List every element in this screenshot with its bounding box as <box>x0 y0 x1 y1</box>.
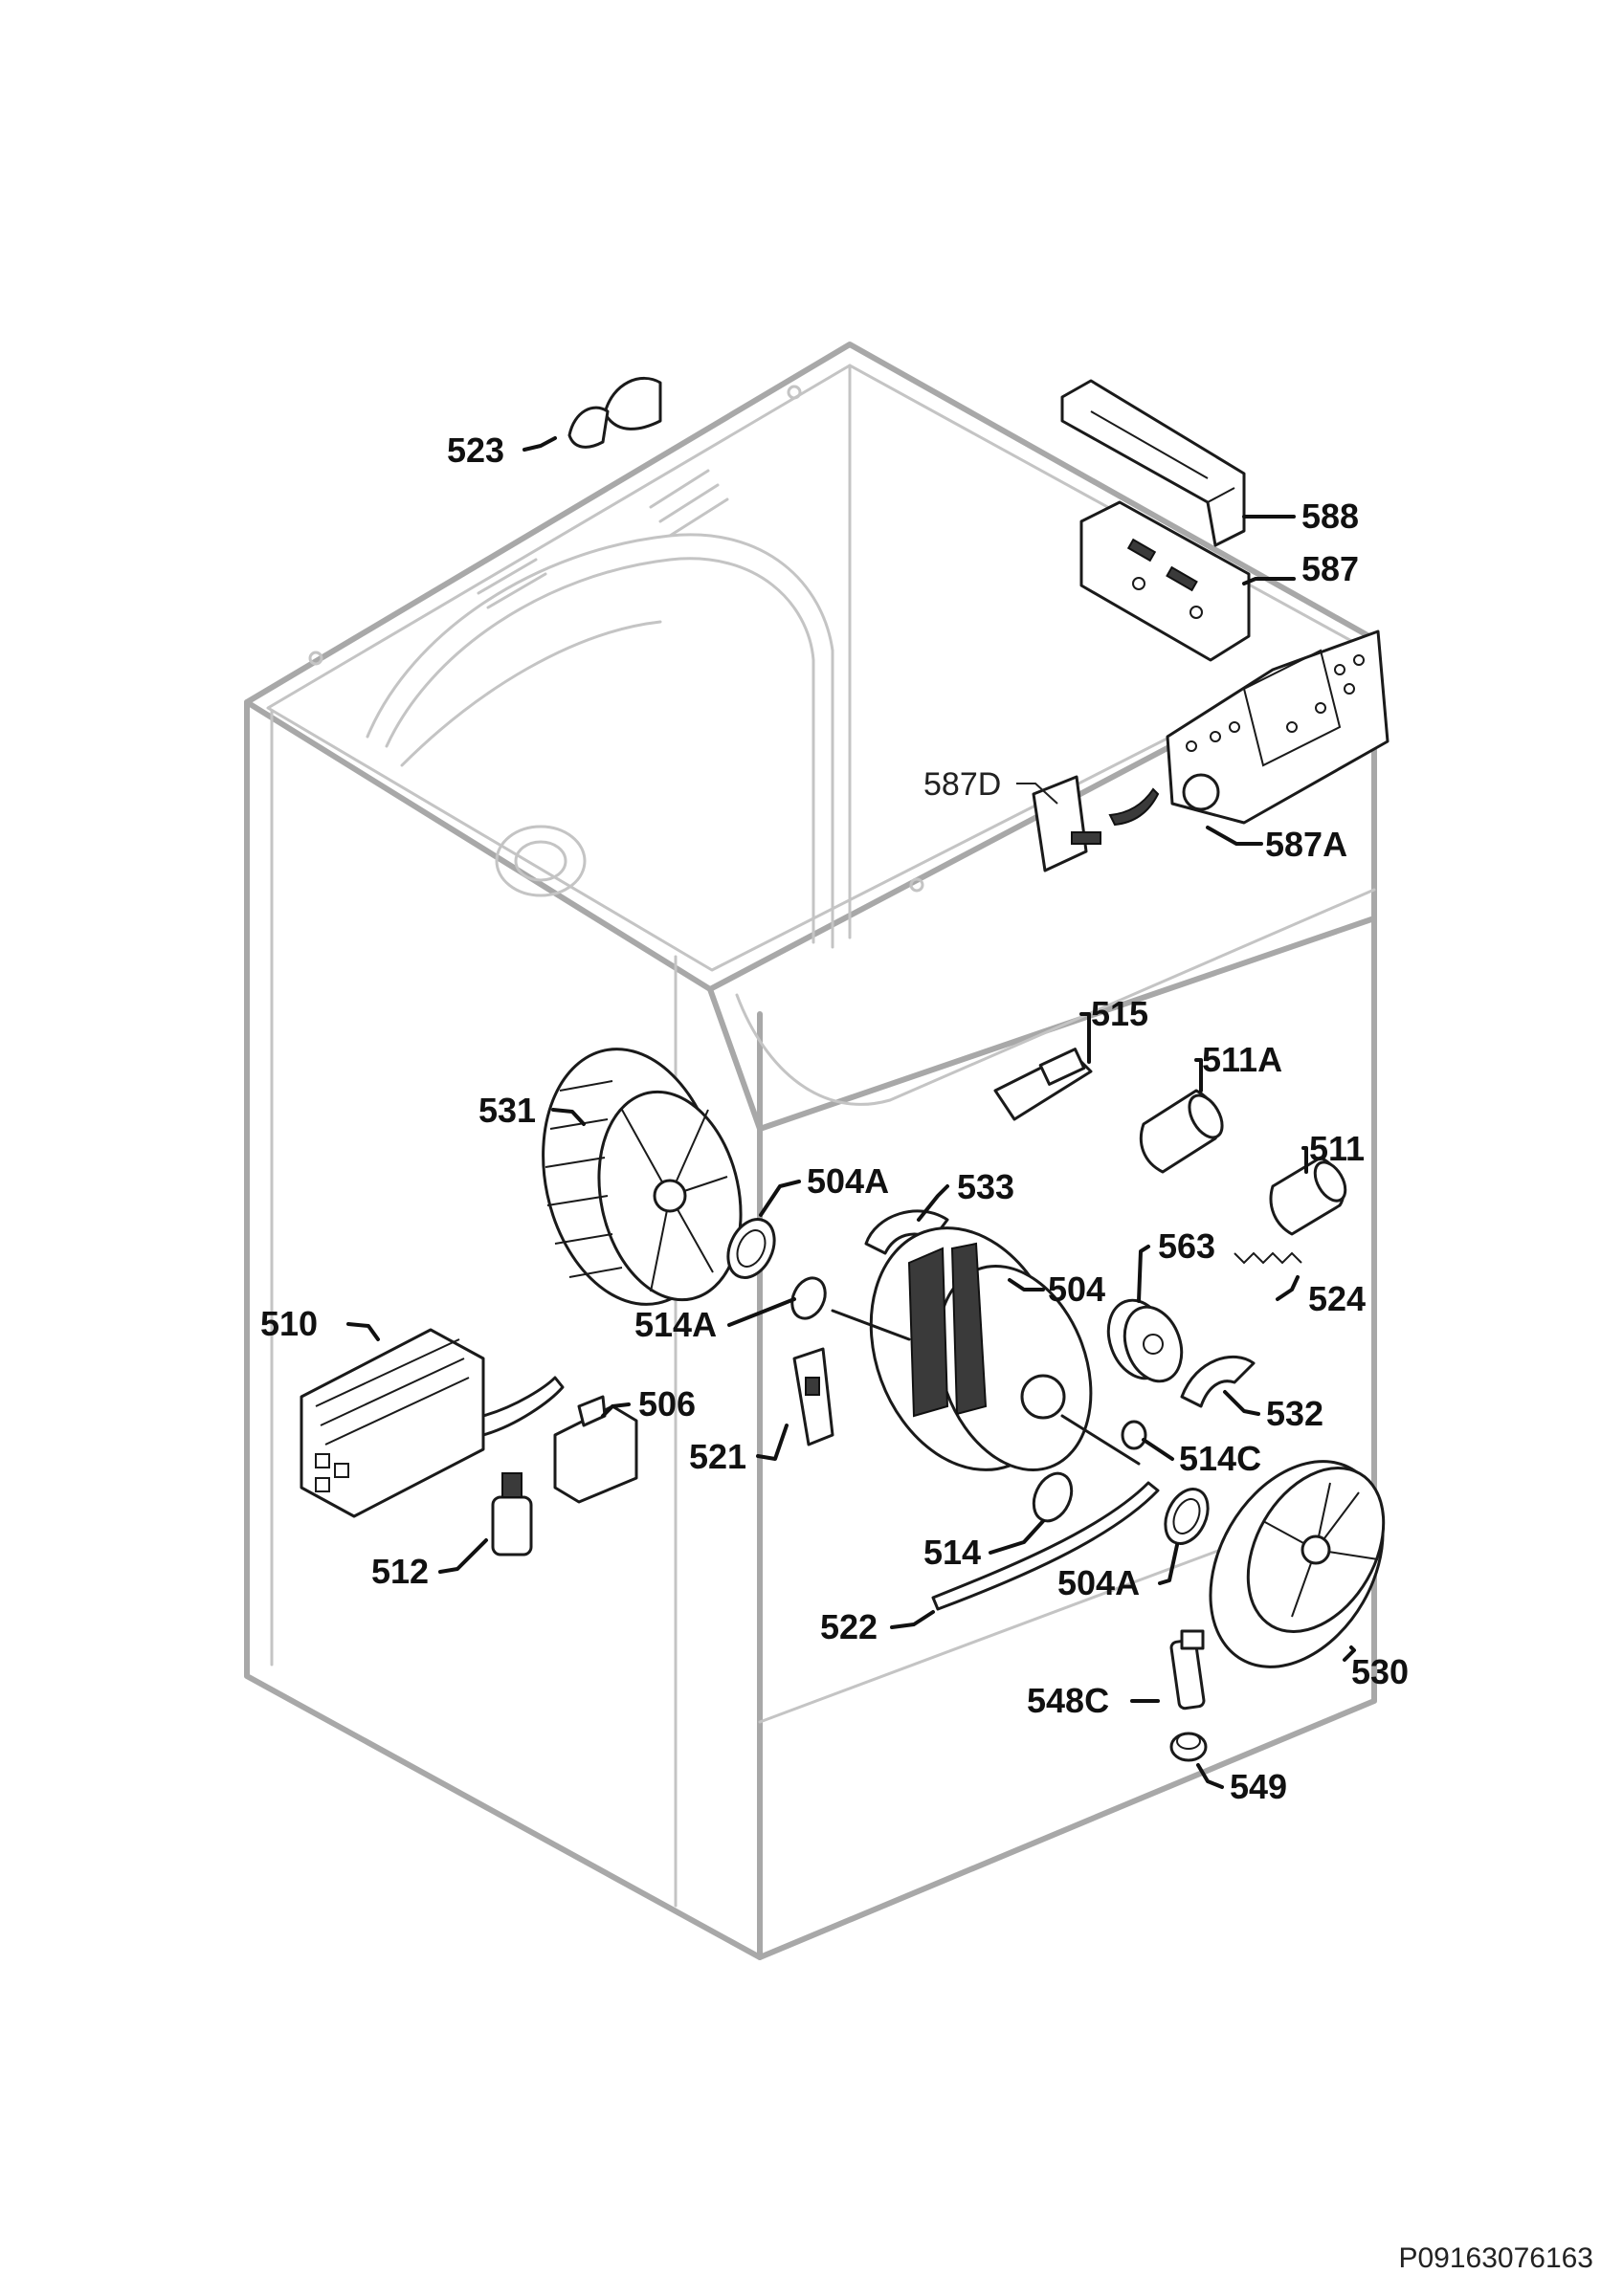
part-514-ring <box>1032 1471 1074 1523</box>
label-588: 588 <box>1301 497 1359 536</box>
part-514A-ring <box>790 1276 827 1320</box>
part-504-motor <box>831 1226 1141 1472</box>
label-514: 514 <box>923 1533 981 1572</box>
label-587: 587 <box>1301 549 1359 588</box>
part-labels: 523 588 587 587D 587A 515 511A 511 531 5… <box>260 430 1409 1806</box>
part-524-spring <box>1234 1251 1302 1265</box>
label-523: 523 <box>447 430 504 470</box>
part-504A-ring-top <box>726 1218 776 1279</box>
label-532: 532 <box>1266 1394 1323 1433</box>
leader-lines <box>346 436 1356 1789</box>
part-588-bracket <box>1060 379 1246 547</box>
part-587A-display-board <box>1108 629 1390 827</box>
part-511A-capacitor <box>1139 1089 1224 1174</box>
label-522: 522 <box>820 1607 878 1646</box>
label-549: 549 <box>1230 1767 1287 1806</box>
label-511: 511 <box>1309 1129 1365 1168</box>
document-id: P09163076163 <box>1398 2242 1593 2274</box>
part-587D-board <box>1032 775 1101 872</box>
label-510: 510 <box>260 1304 318 1343</box>
label-514A: 514A <box>634 1305 717 1344</box>
part-515-switch <box>993 1048 1093 1121</box>
label-512: 512 <box>371 1552 429 1591</box>
part-587-board <box>1079 500 1251 662</box>
part-563-pulley <box>1106 1298 1184 1383</box>
label-504A-top: 504A <box>807 1161 889 1201</box>
label-530: 530 <box>1351 1652 1409 1691</box>
label-514C: 514C <box>1179 1439 1261 1478</box>
part-549-foot <box>1169 1732 1208 1762</box>
label-511A: 511A <box>1202 1040 1282 1079</box>
part-514C-ring <box>1121 1420 1147 1450</box>
label-506: 506 <box>638 1384 696 1424</box>
part-548C-pin <box>1169 1629 1206 1711</box>
label-587D: 587D <box>923 766 1001 803</box>
part-521-sensor <box>792 1347 834 1446</box>
label-524: 524 <box>1308 1279 1366 1318</box>
label-563: 563 <box>1158 1226 1215 1266</box>
part-522-belt <box>931 1481 1160 1611</box>
label-521: 521 <box>689 1437 746 1476</box>
part-533-bracket <box>864 1209 949 1255</box>
part-510-heater <box>300 1328 565 1518</box>
part-530-fan-wheel <box>1209 1460 1386 1668</box>
label-531: 531 <box>478 1091 536 1130</box>
label-515: 515 <box>1091 994 1148 1033</box>
label-548C: 548C <box>1027 1681 1109 1720</box>
label-587A: 587A <box>1265 825 1347 864</box>
part-504A-ring-bottom <box>1164 1488 1210 1545</box>
part-512-cylinder <box>491 1472 533 1556</box>
label-504A-bottom: 504A <box>1057 1563 1140 1602</box>
part-532-bracket <box>1180 1355 1256 1408</box>
part-511-capacitor <box>1269 1156 1347 1236</box>
part-531-fan-wheel <box>542 1048 743 1306</box>
label-533: 533 <box>957 1167 1014 1206</box>
part-506-component <box>553 1395 638 1504</box>
part-523-caps <box>567 377 662 449</box>
label-504: 504 <box>1048 1269 1105 1309</box>
